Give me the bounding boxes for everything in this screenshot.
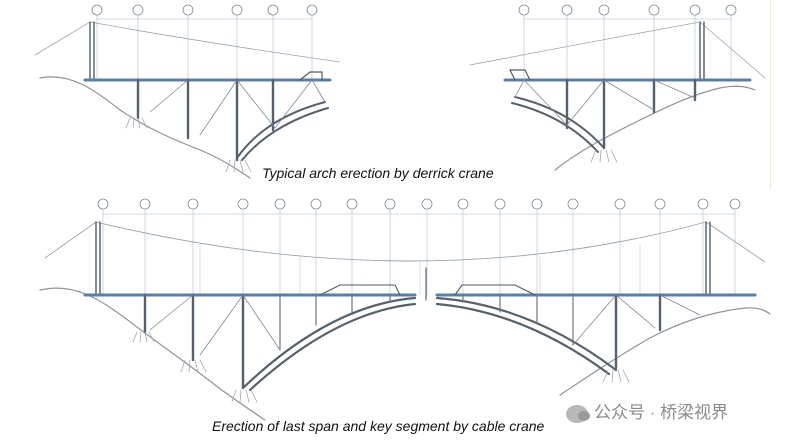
bottom-main-cable [44, 221, 766, 263]
bottom-right-ground [559, 307, 771, 396]
top-foundations [125, 117, 618, 173]
bottom-piers [143, 293, 662, 390]
wechat-icon [566, 404, 590, 423]
top-right-cable [469, 21, 766, 79]
bottom-arch [241, 296, 618, 392]
page-edge-line [770, 0, 771, 190]
bottom-caption: Erection of last span and key segment by… [212, 418, 545, 434]
top-left-ground [39, 76, 251, 179]
top-arch-left [236, 101, 329, 161]
top-grid-lines [96, 14, 732, 81]
bottom-hangers [199, 244, 641, 296]
top-left-cable [34, 21, 341, 63]
bottom-foundations [132, 331, 630, 403]
top-arch-right [511, 96, 605, 153]
top-towers [89, 21, 705, 81]
bottom-panel-drawing [39, 198, 771, 421]
top-caption: Typical arch erection by derrick crane [262, 165, 494, 181]
top-right-ground [554, 85, 756, 171]
top-derrick-cranes [299, 69, 531, 81]
bottom-cable-crane [319, 267, 536, 301]
top-stays [149, 79, 696, 136]
top-grid-bubbles [91, 4, 737, 16]
bottom-spandrel-columns [279, 294, 574, 351]
bottom-stays [149, 294, 701, 356]
top-piers [136, 78, 697, 162]
bottom-towers [95, 221, 711, 296]
bottom-grid-lines [102, 209, 736, 296]
watermark-text: 公众号 · 桥梁视界 [594, 403, 729, 422]
top-panel-drawing [34, 4, 766, 179]
watermark: 公众号 · 桥梁视界 [566, 398, 728, 423]
bottom-left-ground [39, 287, 266, 421]
bottom-grid-bubbles [97, 198, 741, 210]
